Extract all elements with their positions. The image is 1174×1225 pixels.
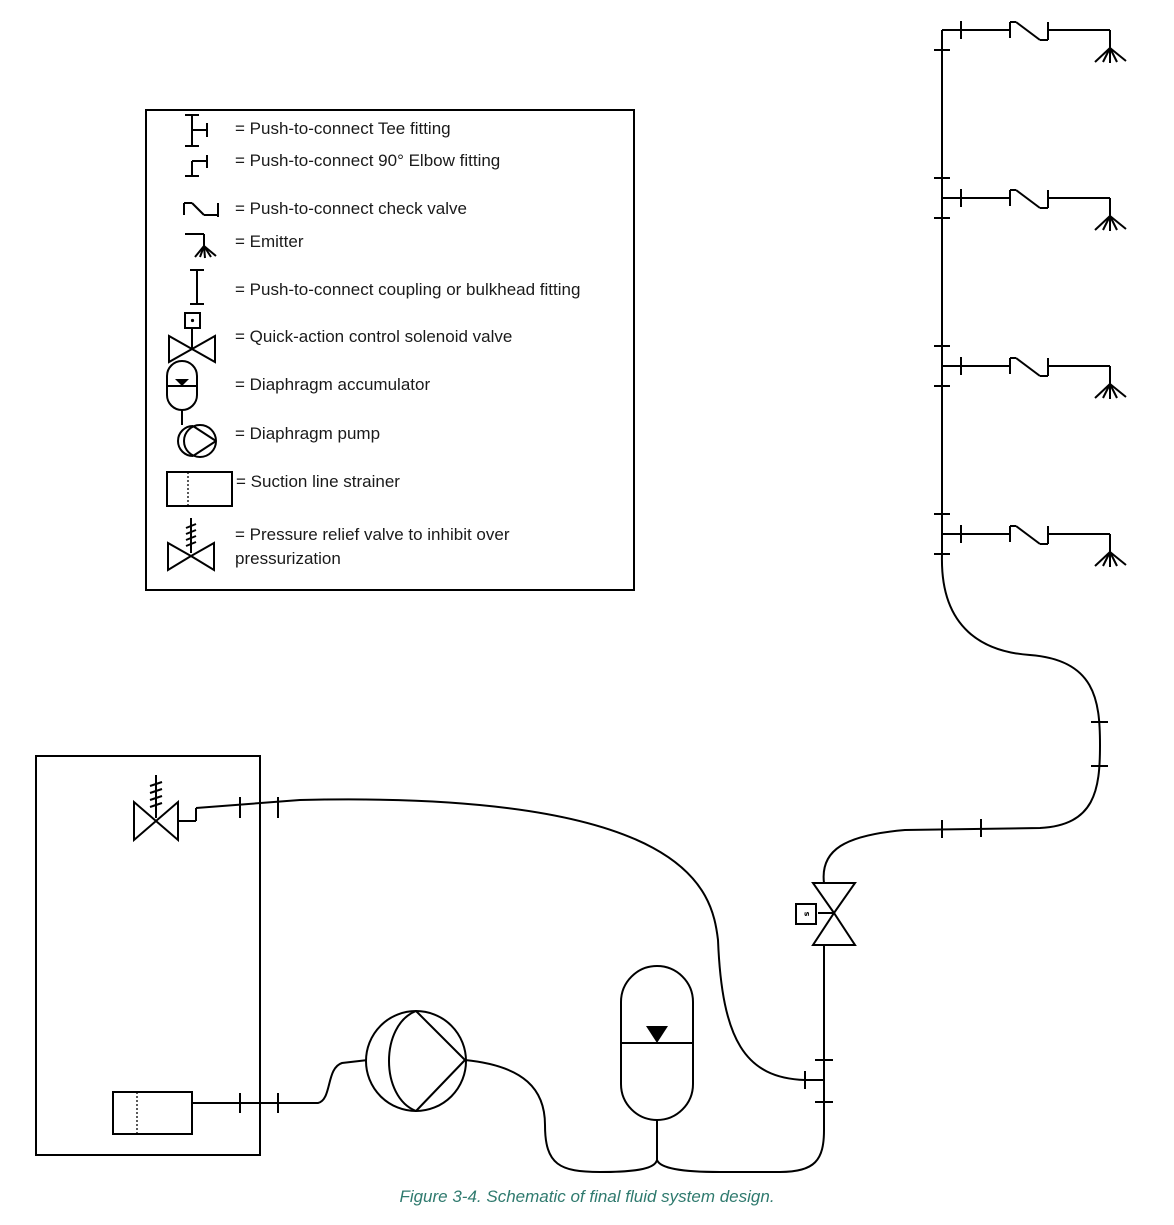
legend-label-elbow: = Push-to-connect 90° Elbow fitting — [235, 151, 500, 170]
legend-box: = Push-to-connect Tee fitting = Push-to-… — [145, 109, 635, 591]
legend-label-check-valve: = Push-to-connect check valve — [235, 199, 467, 218]
accumulator-icon — [166, 360, 198, 425]
check-valve-icon — [183, 202, 219, 217]
solenoid-label: s — [802, 911, 811, 916]
pump-discharge-line — [464, 1059, 658, 1174]
tank-enclosure — [35, 755, 261, 1156]
legend-label-relief-line2: pressurization — [235, 549, 341, 568]
figure-caption: Figure 3-4. Schematic of final fluid sys… — [399, 1187, 775, 1206]
pump-icon — [177, 424, 217, 458]
legend-label-strainer: = Suction line strainer — [236, 472, 400, 491]
emitter-icon — [1094, 366, 1127, 399]
legend-label-emitter: = Emitter — [235, 232, 304, 251]
manifold-couplings — [934, 49, 950, 555]
legend-label-tee: = Push-to-connect Tee fitting — [235, 119, 451, 138]
emitter-branch-2 — [942, 189, 1127, 231]
emitter-branch-4 — [942, 525, 1127, 567]
emitter-branch-1 — [942, 21, 1127, 63]
tank-bulkhead-couplings — [239, 797, 279, 1113]
suction-line — [192, 1059, 369, 1104]
legend-label-pump: = Diaphragm pump — [235, 424, 380, 443]
accumulator-to-tee-line — [656, 1100, 825, 1173]
emitter-icon — [1094, 198, 1127, 231]
solenoid-valve-icon: s — [795, 882, 857, 946]
tee-fitting-icon — [185, 114, 208, 147]
elbow-fitting-icon — [185, 155, 208, 177]
tee-fitting-icon — [804, 1059, 833, 1103]
return-line — [195, 798, 823, 1081]
emitter-branch-3 — [942, 357, 1127, 399]
emitter-icon — [1094, 30, 1127, 63]
legend-label-coupling: = Push-to-connect coupling or bulkhead f… — [235, 280, 580, 299]
pump-icon — [365, 1010, 467, 1112]
supply-line — [822, 554, 1102, 884]
strainer-icon — [112, 1091, 193, 1135]
relief-valve-icon — [133, 775, 197, 843]
emitter-icon — [1094, 534, 1127, 567]
fluid-system-schematic: = Push-to-connect Tee fitting = Push-to-… — [35, 21, 1127, 1174]
coupling-icon — [190, 269, 204, 305]
legend-label-solenoid: = Quick-action control solenoid valve — [235, 327, 512, 346]
legend-label-relief-line1: = Pressure relief valve to inhibit over — [235, 525, 510, 544]
solenoid-valve-icon — [168, 312, 216, 364]
legend-label-accumulator: = Diaphragm accumulator — [235, 375, 430, 394]
strainer-icon — [166, 471, 233, 507]
accumulator-icon — [620, 965, 694, 1121]
relief-valve-icon — [167, 518, 215, 572]
supply-line-couplings — [941, 721, 1108, 838]
emitter-icon — [185, 233, 217, 259]
